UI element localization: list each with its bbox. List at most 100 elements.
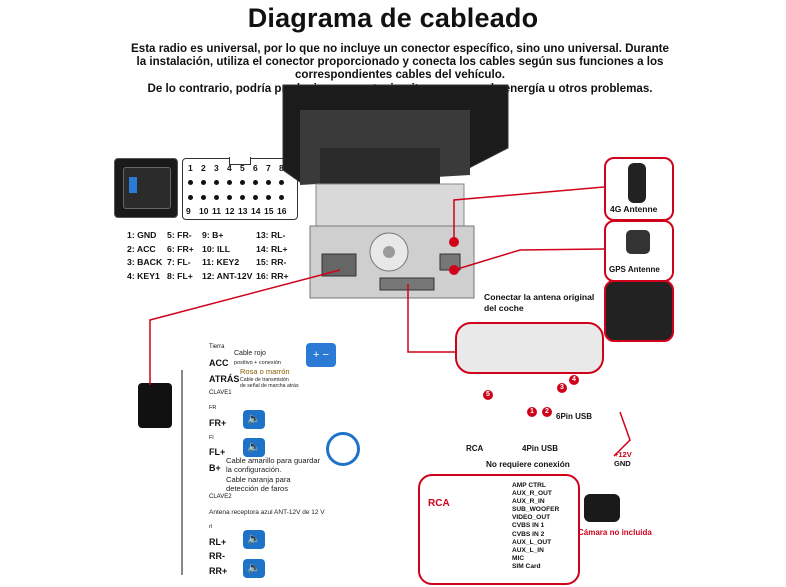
camera-note: Cámara no incluida	[578, 528, 652, 537]
connector-notch	[229, 157, 251, 165]
wire-rl-plus: RL+	[209, 537, 227, 547]
pin-number: 1	[188, 163, 193, 173]
pin-number: 6	[253, 163, 258, 173]
note-line: de señal de marcha atrás	[240, 382, 299, 389]
plus12v-label: +12V	[614, 450, 632, 459]
wire-fr-plus: FR+	[209, 418, 227, 428]
radio-fan-hub	[383, 246, 395, 258]
note-rosa: Rosa o marrón Cable de transmisión de se…	[240, 367, 299, 389]
rca-item: AUX_L_OUT	[512, 538, 552, 546]
pin-legend-item: 10: ILL	[202, 243, 230, 254]
pin-dot	[214, 180, 219, 185]
note-cable-rojo: Cable rojo positivo + conexión	[234, 350, 281, 367]
wire-tierra: Tierra	[209, 344, 225, 350]
antenna-gps-label: GPS Antenne	[609, 265, 660, 274]
pin-number: 5	[240, 163, 245, 173]
wire-bplus: B+	[209, 463, 221, 473]
radio-gps-jack	[449, 265, 459, 275]
speaker-icon-rl: 🔈	[243, 530, 265, 549]
speaker-icon-fr: 🔈	[243, 410, 265, 429]
no-connection-label: No requiere conexión	[486, 460, 570, 469]
pin-dot	[266, 195, 271, 200]
rca-item: MIC	[512, 554, 525, 562]
pin-legend-item: 7: FL-	[167, 257, 191, 267]
rca-cable-label: RCA	[428, 498, 450, 509]
camera-icon	[584, 494, 620, 522]
pin-dot	[227, 195, 232, 200]
connector-photo	[114, 158, 178, 218]
car-antenna-line: Conectar la antena original	[484, 292, 595, 302]
gnd-label: GND	[614, 459, 631, 468]
wire-rr-minus: RR-	[209, 551, 225, 561]
pin-number: 16	[277, 206, 287, 216]
pin-dot	[240, 195, 245, 200]
intro-line: la instalación, utiliza el conector prop…	[136, 55, 664, 69]
note-naranja: Cable naranja para detección de faros	[226, 475, 291, 493]
page-title: Diagrama de cableado	[247, 3, 539, 33]
radio-port-center	[379, 277, 435, 291]
car-antenna-label: Conectar la antena original del coche	[484, 292, 594, 314]
car-antenna-photo	[604, 280, 674, 342]
usb-number-badge: 3	[557, 383, 567, 393]
harness-plug	[138, 383, 172, 428]
pin-legend-item: 2: ACC	[127, 243, 156, 254]
note-line: Rosa o marrón	[240, 367, 290, 376]
pin-dot	[201, 195, 206, 200]
usb-number-badge: 4	[569, 375, 579, 385]
wire-rl-minus: rl	[209, 524, 213, 530]
note-line: positivo + conexión	[234, 359, 281, 366]
rca-item: AMP CTRL	[512, 482, 546, 489]
note-line: Cable naranja para	[226, 475, 291, 484]
pin-dot	[188, 195, 193, 200]
radio-mount	[320, 148, 440, 184]
pin-legend-item: 15: RR-	[256, 257, 287, 267]
intro-line: Esta radio es universal, por lo que no i…	[131, 42, 669, 55]
pin-legend-item: 4: KEY1	[127, 270, 160, 281]
rca-item: SIM Card	[512, 562, 541, 570]
antenna-4g-box: 4G Antenne	[604, 157, 674, 221]
pin-number: 12	[225, 206, 235, 216]
wire-acc: ACC	[209, 358, 229, 368]
note-amarillo: Cable amarillo para guardar la configura…	[226, 456, 321, 474]
pin-legend-item: 3: BACK	[127, 257, 163, 267]
battery-icon: + −	[306, 343, 336, 367]
antenna-4g-icon	[628, 163, 646, 203]
usb-number-badge: 2	[542, 407, 552, 417]
antenna-4g-label: 4G Antenne	[610, 204, 658, 214]
pin-legend-item: 11: KEY2	[202, 257, 240, 267]
pin-legend-item: 6: FR+	[167, 243, 194, 254]
antenna-gps-box: GPS Antenne	[604, 220, 674, 282]
rca-item: CVBS IN 1	[512, 522, 545, 530]
pin-number: 8	[279, 163, 284, 173]
note-line: detección de faros	[226, 483, 289, 493]
pin-number: 9	[186, 206, 191, 216]
antenna-gps-icon	[626, 230, 650, 254]
usb-number-badge: 1	[527, 407, 537, 417]
pin-number: 2	[201, 163, 206, 173]
pin-number: 7	[266, 163, 271, 173]
pin-number: 10	[199, 206, 209, 216]
pin-dot	[240, 180, 245, 185]
pin-number: 3	[214, 163, 219, 173]
usb-ports-box	[455, 322, 604, 374]
note-line: Cable amarillo para guardar	[226, 456, 321, 465]
car-antenna-line: del coche	[484, 303, 524, 313]
steering-icon	[326, 432, 360, 466]
intro-line: correspondientes cables del vehículo.	[294, 68, 506, 82]
pin-legend-item: 13: RL-	[256, 230, 286, 240]
pin-dot	[279, 180, 284, 185]
note-line: Cable rojo	[234, 350, 266, 357]
speaker-icon-fl: 🔈	[243, 438, 265, 457]
radio-antenna-jack	[449, 237, 459, 247]
wire-rr-plus: RR+	[209, 566, 228, 576]
wire-atras: ATRÁS	[209, 374, 240, 384]
rca-item: CVBS IN 2	[512, 530, 545, 538]
pin-number: 15	[264, 206, 274, 216]
wire-clave1: CLAVE1	[209, 390, 232, 396]
note-line: la configuración.	[226, 464, 282, 474]
pin-number: 11	[212, 206, 221, 216]
pin-legend-item: 9: B+	[202, 230, 224, 240]
radio-port-left	[321, 253, 357, 277]
pin-legend-item: 1: GND	[127, 230, 157, 240]
rca-item: AUX_R_OUT	[512, 490, 552, 498]
